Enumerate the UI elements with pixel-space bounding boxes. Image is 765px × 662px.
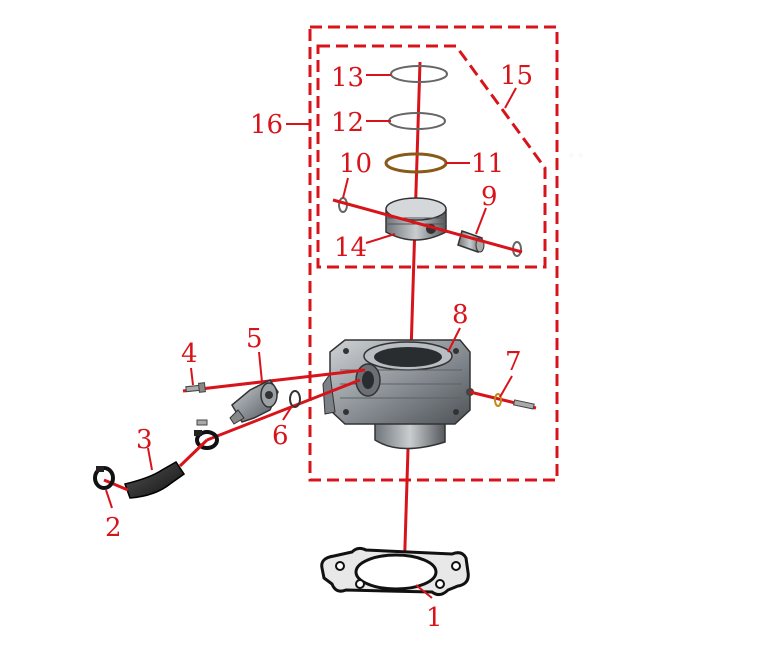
callout-10: 10 [339,149,372,179]
group-box-16 [308,25,559,482]
callout-11: 11 [471,149,504,179]
hose-clamp-lower [93,466,115,490]
assembly-axis-line [402,61,422,579]
callout-labels: 1 2 3 4 5 6 7 8 9 10 11 12 13 14 15 16 [105,61,533,633]
callout-8: 8 [452,300,469,330]
callout-3: 3 [136,425,153,455]
callout-13: 13 [331,63,364,93]
stud-bolt [513,399,535,410]
cylinder-gasket [320,546,470,597]
thermostat-housing [229,379,279,425]
callout-7: 7 [505,347,522,377]
bolt-axis-line [182,368,366,393]
piston-pin-axis-line [332,198,523,254]
callout-15: 15 [500,61,533,91]
callout-14: 14 [334,233,367,263]
callout-5: 5 [246,324,263,354]
thermostat-o-ring [289,390,301,408]
callout-4: 4 [181,339,198,369]
callout-16: 16 [250,110,283,140]
callout-1: 1 [426,603,443,633]
faint-mark: ⁘ ⁘ [568,151,584,160]
small-screw [196,419,208,426]
callout-9: 9 [481,182,498,212]
piston [385,197,447,241]
leader-lines [105,74,517,599]
stud-o-ring [494,393,502,407]
group-box-14-15 [316,44,547,269]
thermostat-axis-line [206,378,361,442]
hose-axis-line [178,438,209,468]
callout-6: 6 [272,421,289,451]
callout-12: 12 [331,108,364,138]
thermostat-bolt [185,382,206,393]
cylinder-block [322,339,474,450]
hose-clamp-axis-line [103,478,129,492]
coolant-hose [124,461,186,499]
hose-clamp-upper [194,430,219,450]
callout-2: 2 [105,513,122,543]
